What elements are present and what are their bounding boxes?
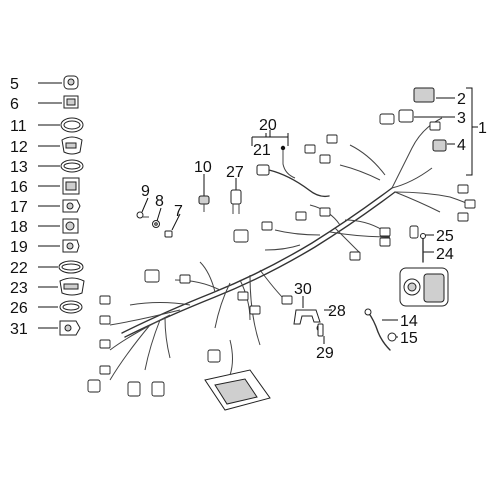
callout-label-30: 30: [294, 281, 312, 298]
sensor-group-10-27: [198, 174, 242, 214]
nut-part-7: [164, 230, 173, 238]
callout-label-9: 9: [141, 183, 150, 200]
callout-label-29: 29: [316, 345, 334, 362]
band-part-12: [61, 136, 83, 155]
screw-part-9: [136, 211, 149, 219]
callout-label-26: 26: [10, 300, 28, 317]
callout-label-13: 13: [10, 159, 28, 176]
clip-part-19: [62, 239, 80, 253]
callout-label-10: 10: [194, 159, 212, 176]
callout-label-18: 18: [10, 219, 28, 236]
earth-group-14-15: [364, 308, 398, 351]
bracket-group-28-29-30: [293, 296, 332, 344]
left-parts-column: [38, 75, 85, 336]
main-harness: [87, 113, 476, 411]
callout-label-21: 21: [253, 142, 271, 159]
fuse-part-27: [230, 189, 242, 214]
bolt-part-29: [317, 323, 324, 337]
callout-label-12: 12: [10, 139, 28, 156]
lead-part-21: [256, 150, 330, 198]
nut-part-15: [387, 332, 397, 342]
callout-label-19: 19: [10, 239, 28, 256]
clip-part-31: [59, 320, 81, 336]
bracket-part-30: [293, 309, 321, 325]
callout-label-16: 16: [10, 179, 28, 196]
screw-group-7-8-9: [136, 197, 181, 238]
callout-label-22: 22: [10, 260, 28, 277]
throttle-sensor-part-24: [399, 267, 449, 307]
callout-label-31: 31: [10, 321, 28, 338]
pin-part-25: [420, 233, 426, 263]
sensor-part-10: [198, 195, 210, 212]
callout-label-25: 25: [436, 228, 454, 245]
callout-label-3: 3: [457, 110, 466, 127]
callout-label-6: 6: [10, 96, 19, 113]
band-part-13: [60, 159, 84, 173]
band-part-22: [58, 260, 84, 274]
callout-label-14: 14: [400, 313, 418, 330]
callout-label-8: 8: [155, 193, 164, 210]
callout-label-4: 4: [457, 137, 466, 154]
lead-group-20-21: [251, 130, 330, 198]
connector-part-4: [432, 139, 447, 152]
band-part-23: [59, 277, 85, 296]
callout-label-17: 17: [10, 199, 28, 216]
callout-label-5: 5: [10, 76, 19, 93]
clip-part-17: [62, 199, 81, 213]
callout-label-27: 27: [226, 164, 244, 181]
callout-label-24: 24: [436, 246, 454, 263]
connector-part-3: [398, 109, 414, 123]
callout-label-7: 7: [174, 203, 183, 220]
band-part-26: [59, 300, 83, 314]
callout-label-28: 28: [328, 303, 346, 320]
washer-part-8: [152, 220, 160, 228]
right-top-components: [398, 87, 478, 176]
relay-part-2: [413, 87, 435, 103]
throttle-body-group: [399, 233, 449, 307]
callout-label-15: 15: [400, 330, 418, 347]
clip-part-5: [63, 75, 79, 90]
callout-label-2: 2: [457, 91, 466, 108]
bracket-part-16: [62, 177, 80, 195]
band-part-11: [60, 117, 84, 133]
callout-label-11: 11: [10, 118, 27, 135]
callout-label-20: 20: [259, 117, 277, 134]
clip-part-18: [62, 218, 79, 234]
clip-part-6: [63, 95, 79, 109]
callout-label-23: 23: [10, 280, 28, 297]
ecu-box: [204, 339, 271, 411]
callout-label-1: 1: [478, 120, 487, 137]
